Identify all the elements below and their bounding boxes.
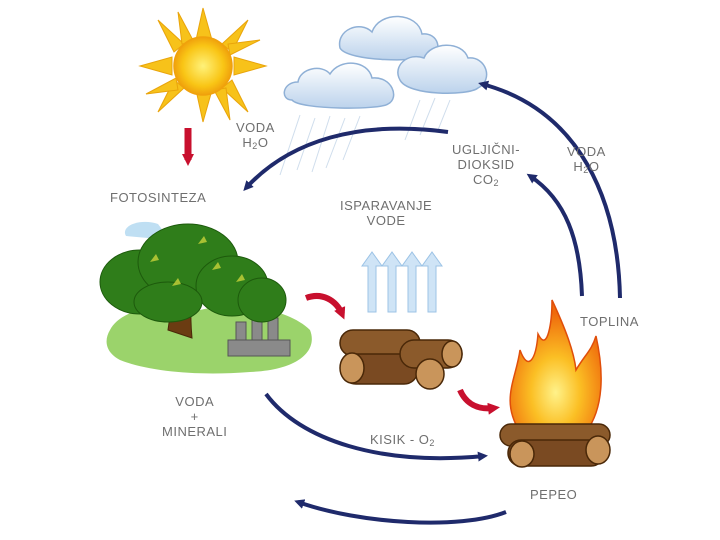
- co2-to-photosynthesis-arrow: [243, 126, 449, 191]
- logs-illustration: [339, 329, 463, 390]
- water-to-cloud-arrow: [478, 80, 622, 299]
- label-voda-top: VODA H2O: [236, 120, 275, 151]
- label-isparavanje: ISPARAVANJE VODE: [340, 198, 433, 228]
- heat-to-co2-arrow: [526, 173, 584, 297]
- label-pepeo: PEPEO: [530, 487, 578, 502]
- cloud-icon: [279, 15, 488, 176]
- label-kisik: KISIK - O2: [370, 432, 435, 448]
- label-toplina: TOPLINA: [580, 314, 639, 329]
- sun-icon: [138, 7, 268, 123]
- tree-illustration: [99, 221, 312, 374]
- ash-to-soil-arrow: [294, 499, 507, 525]
- label-fotosinteza: FOTOSINTEZA: [110, 190, 207, 205]
- fire-illustration: [499, 299, 611, 468]
- water-minerals-to-fire-arrow: [264, 392, 488, 462]
- cycle-arrows: [243, 80, 622, 525]
- tree-to-logs-arrow: [304, 293, 346, 320]
- logs-to-fire-arrow: [457, 388, 500, 415]
- evaporation-arrows: [361, 251, 443, 313]
- label-voda-minerali: VODA + MINERALI: [162, 394, 228, 439]
- label-ugljicni-dioksid: UGLJIČNI- DIOKSID CO2: [452, 142, 521, 188]
- label-voda-right: VODA H2O: [567, 144, 606, 175]
